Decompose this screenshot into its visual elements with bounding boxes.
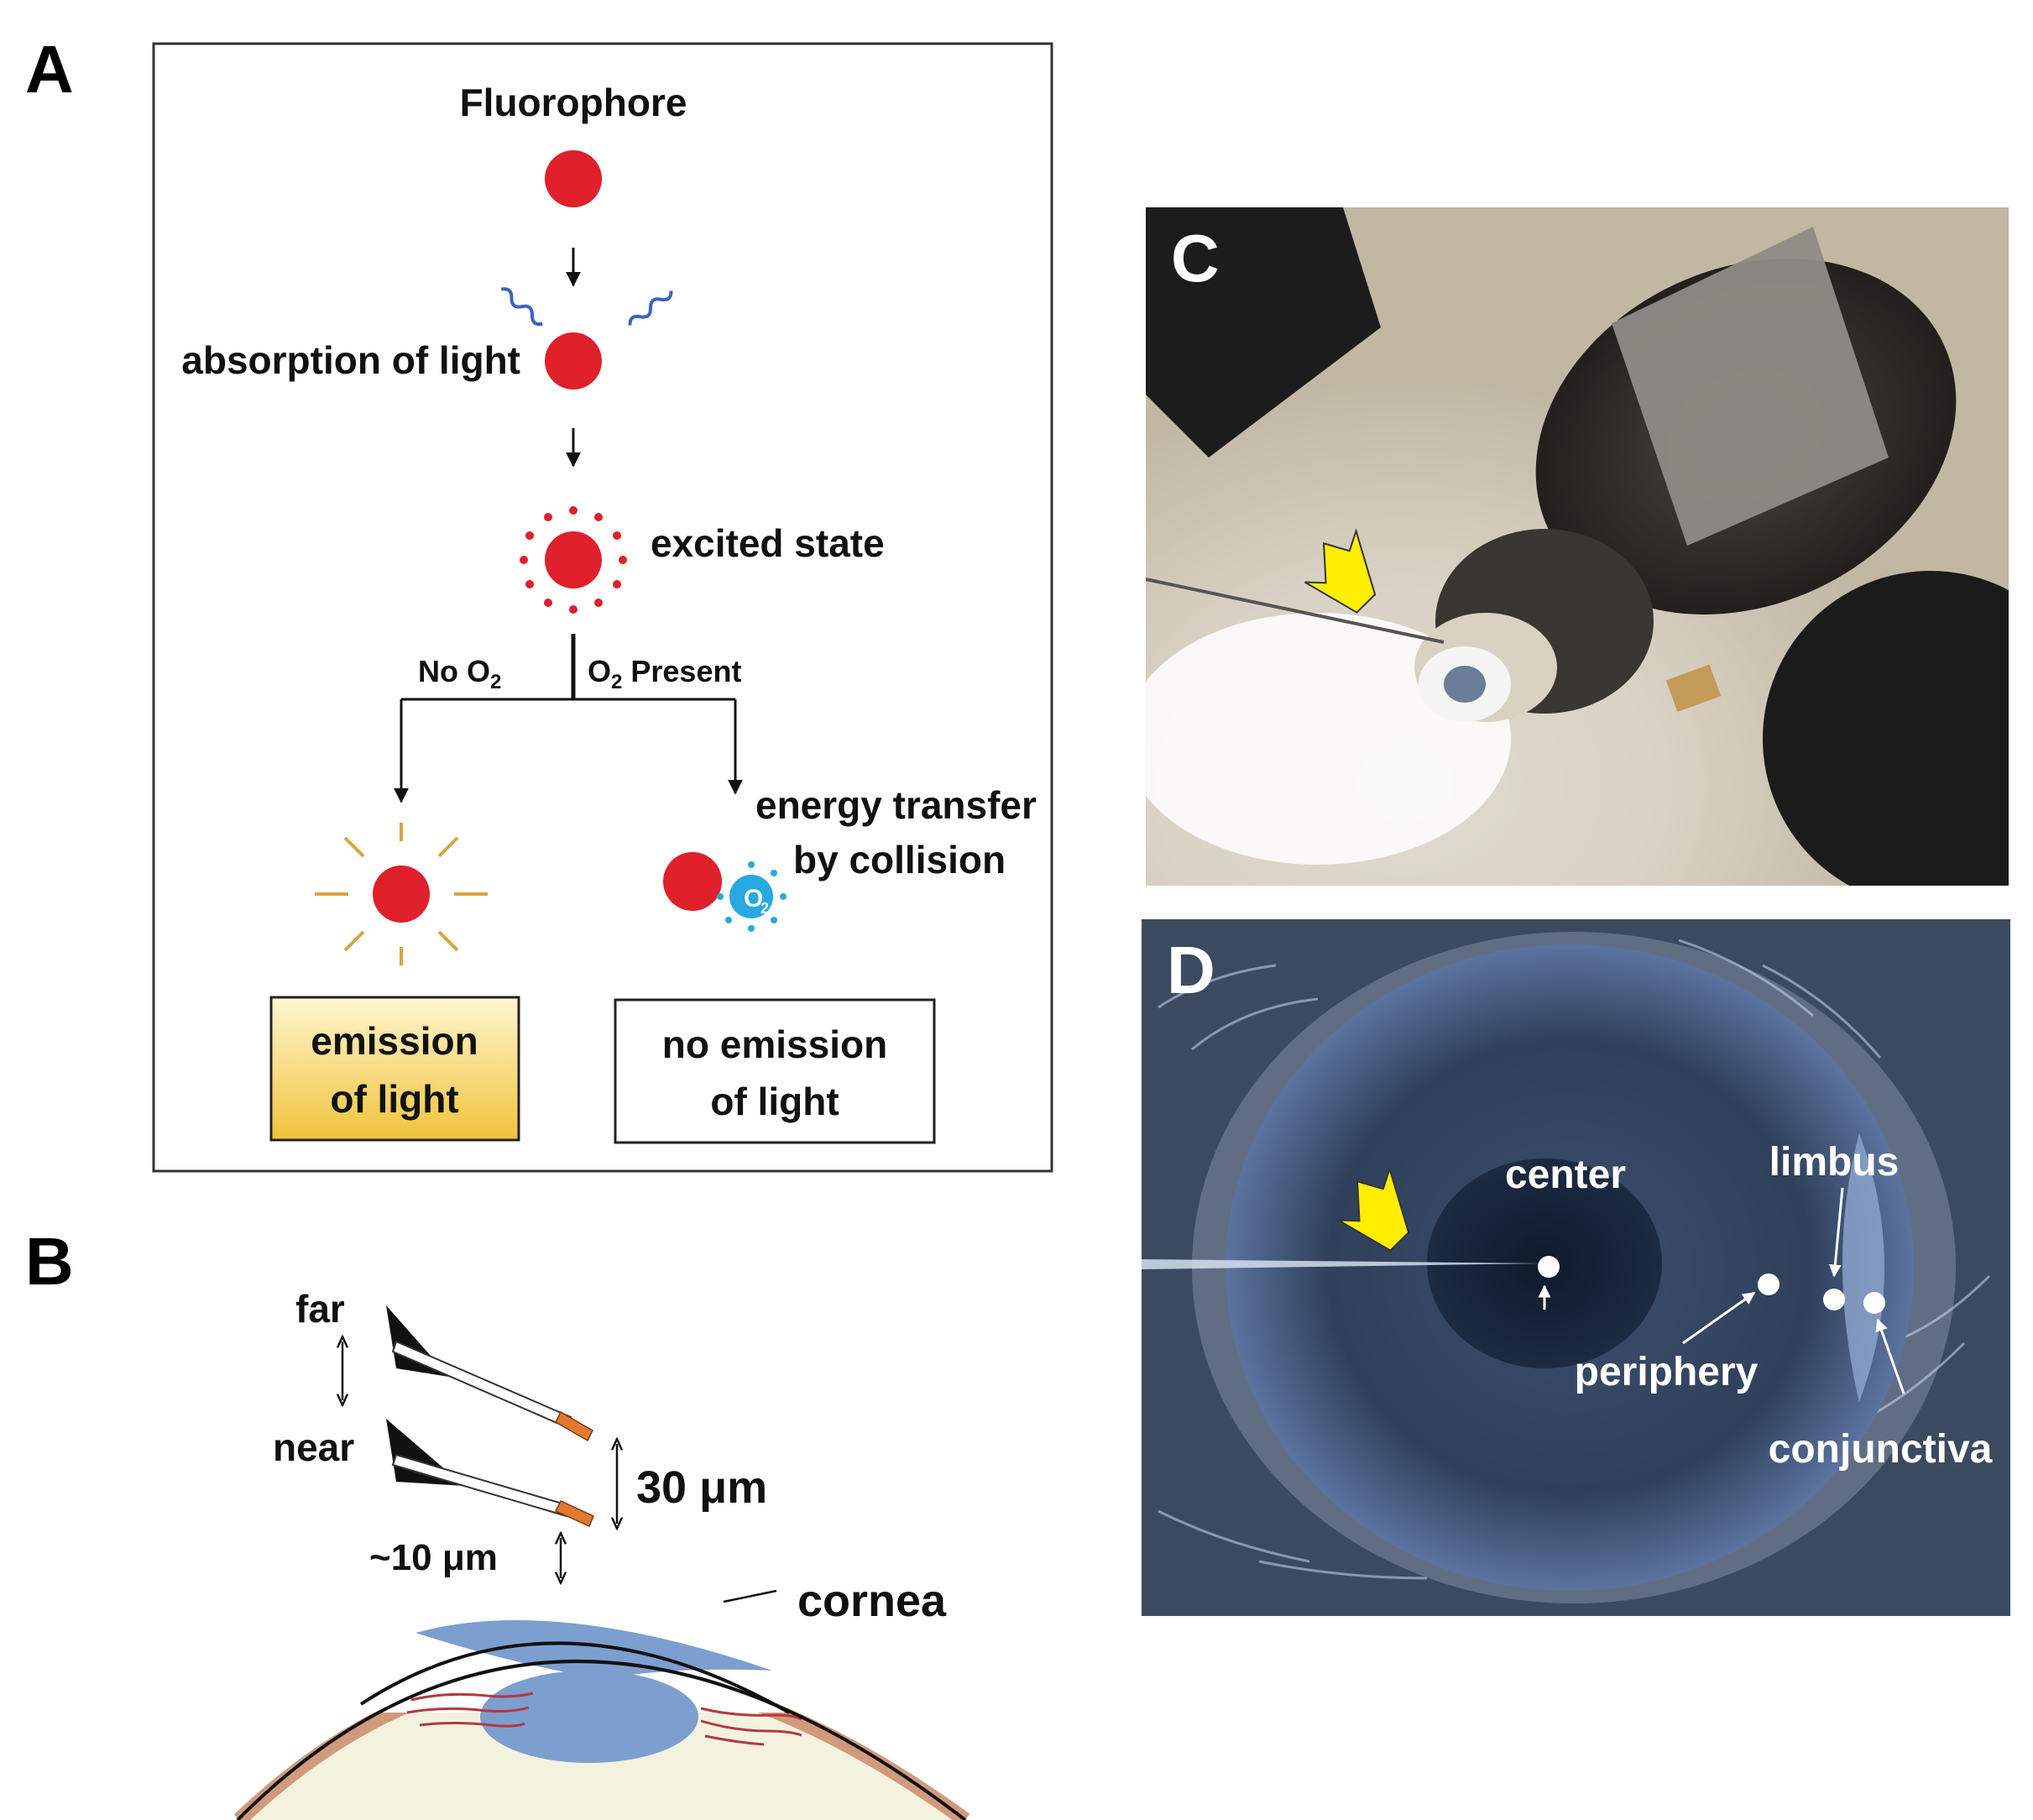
svg-text:O: O <box>744 885 763 913</box>
emission-box <box>269 996 520 1142</box>
fluorophore-absorbing-dot <box>545 332 602 390</box>
no-o2-label: No O2 <box>418 654 501 693</box>
probe-needle-c <box>1146 578 1445 644</box>
limbus-label: limbus <box>1769 1140 1900 1185</box>
limbus-arrow <box>1828 1187 1844 1278</box>
energy-transfer-label-line2: by collision <box>793 838 1006 881</box>
excited-state-label: excited state <box>651 521 885 565</box>
conjunctiva-arrow <box>1875 1318 1905 1394</box>
point-conjunctiva <box>1863 1292 1885 1314</box>
absorption-label: absorption of light <box>181 338 520 382</box>
fluorophore-label: Fluorophore <box>460 81 687 124</box>
panel-b: B far near 30 μm ~10 μm cornea <box>25 1224 970 1820</box>
cornea-leader-line <box>723 1589 777 1603</box>
panel-letter-c: C <box>1171 221 1220 295</box>
panel-c-photo: C <box>1146 207 2009 886</box>
probe-needle-d <box>1142 1259 1544 1269</box>
mechanism-frame <box>152 42 1053 1173</box>
center-label: center <box>1505 1153 1626 1197</box>
panel-letter-a: A <box>25 32 74 107</box>
yellow-arrow-d-icon <box>1338 1166 1410 1252</box>
no-emission-box <box>614 998 936 1144</box>
o2-present-label: O2 Present <box>588 654 741 693</box>
photon-wave-left-icon <box>500 287 543 327</box>
svg-text:2: 2 <box>760 900 769 917</box>
no-emission-label-line1: no emission <box>662 1022 887 1066</box>
photon-wave-right-icon <box>628 290 673 326</box>
emission-label-line2: of light <box>330 1077 458 1121</box>
probe-near <box>386 1419 594 1528</box>
far-label: far <box>295 1287 345 1331</box>
gap-label: ~10 μm <box>369 1537 498 1578</box>
panel-letter-b: B <box>25 1224 74 1299</box>
no-emission-label-line2: of light <box>710 1080 839 1123</box>
mouse-body <box>1414 227 1957 722</box>
vessels-right <box>700 1707 802 1746</box>
panel-a: A Fluorophore absorption of light excite… <box>25 32 1053 1173</box>
lens-shape <box>480 1671 698 1763</box>
near-label: near <box>273 1425 354 1469</box>
oxygen-molecule-icon: O 2 <box>717 861 787 932</box>
step-label: 30 μm <box>636 1462 767 1513</box>
cornea-label: cornea <box>797 1576 947 1626</box>
emitting-fluorophore-icon <box>315 823 488 965</box>
emission-label-line1: emission <box>311 1019 478 1063</box>
excited-fluorophore-icon <box>520 506 627 614</box>
probe-far <box>386 1305 593 1442</box>
lamp-top-left <box>1146 207 1381 458</box>
point-periphery <box>1758 1273 1780 1295</box>
periphery-arrow <box>1682 1291 1756 1345</box>
eyelashes <box>1158 939 1991 1580</box>
point-center <box>1538 1256 1560 1278</box>
eye-cross-section <box>233 1603 970 1820</box>
energy-transfer-label-line1: energy transfer <box>755 783 1037 827</box>
panel-letter-d: D <box>1167 933 1215 1007</box>
vessels-left <box>406 1692 534 1728</box>
yellow-arrow-c-icon <box>1304 528 1377 614</box>
point-limbus <box>1823 1289 1845 1310</box>
fluorophore-quenched-dot <box>663 852 722 911</box>
lamp-bottom-right <box>1763 571 2009 886</box>
fluorophore-ground-dot <box>545 150 602 207</box>
periphery-label: periphery <box>1575 1350 1759 1394</box>
conjunctiva-label: conjunctiva <box>1769 1427 1993 1472</box>
panel-d-photo: center limbus periphery conjunctiva D <box>1142 919 2010 1616</box>
